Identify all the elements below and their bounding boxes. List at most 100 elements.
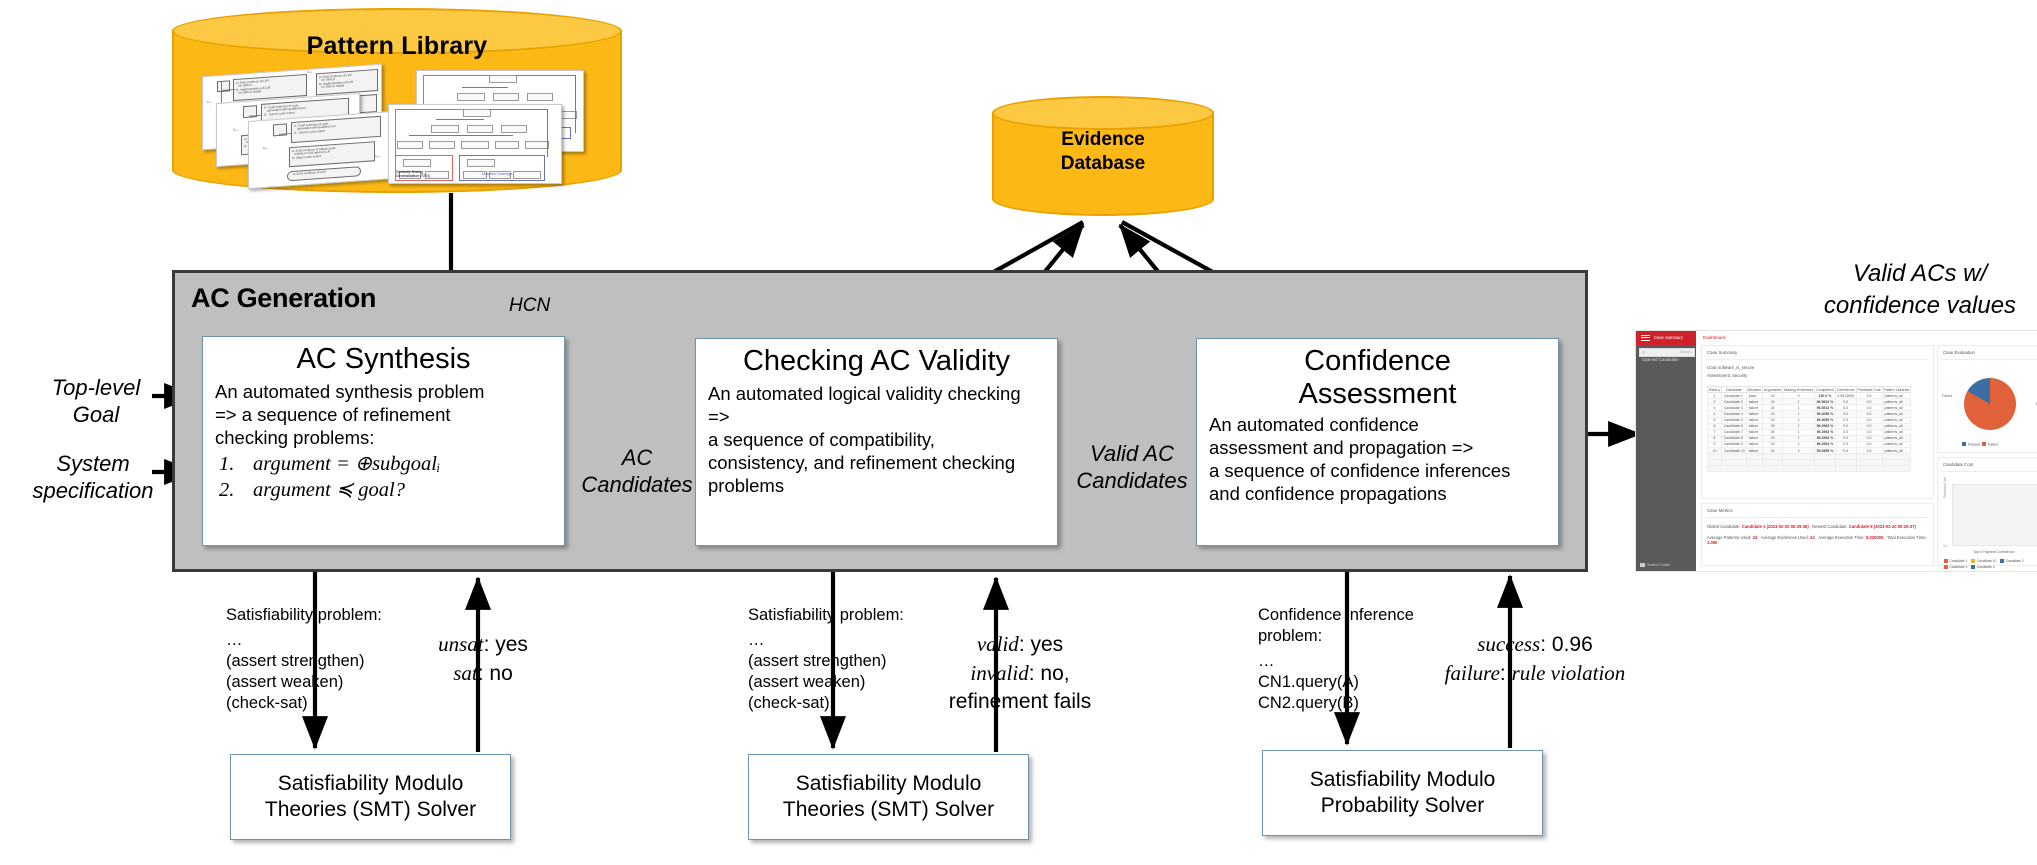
result-3-key-2: failure [1444, 661, 1500, 685]
oldest-candidate-value: Candidate 1 (2023-02-20 00:29:36) [1741, 524, 1809, 529]
sat2-line-1: … [748, 631, 765, 649]
search-icon: ⚲ [1642, 350, 1645, 356]
dashboard-screenshot[interactable]: Case Summary ⚲ Search Opened Candidate S… [1635, 330, 2037, 572]
dashboard-sidebar: Case Summary ⚲ Search Opened Candidate S… [1636, 331, 1696, 571]
sat1-line-3: (assert weaken) [226, 673, 344, 691]
input-label-system-specification: System specification [32, 451, 154, 503]
sat1-line-4: (check-sat) [226, 694, 308, 712]
candidate-cost-plot [1952, 484, 2037, 546]
pattern-thumb-gsn-3: C₃.₁ A: Exist evidence of code generatio… [248, 110, 394, 190]
result-3-row-1: success: 0.96 [1477, 632, 1593, 656]
flow-label-valid-acs-confidence: Valid ACs w/ confidence values [1823, 260, 2017, 319]
smt-solver-2-label: Satisfiability Modulo Theories (SMT) Sol… [783, 771, 994, 823]
pie-label-failed: Failed [1942, 394, 1952, 398]
result-2-key-1: valid [976, 632, 1019, 656]
smp-line2: Probability Solver [1320, 794, 1485, 817]
smt-solver-box-2[interactable]: Satisfiability Modulo Theories (SMT) Sol… [748, 754, 1029, 840]
result-2-key-2: invalid [970, 661, 1029, 685]
smp-solver-label: Satisfiability Modulo Probability Solver [1310, 767, 1496, 819]
confidence-assessment-title: Confidence Assessment [1197, 339, 1558, 411]
smt-solver-box-1[interactable]: Satisfiability Modulo Theories (SMT) Sol… [230, 754, 511, 840]
sat2-line-2: (assert strengthen) [748, 652, 887, 670]
table-cell-empty [1834, 465, 1857, 473]
result-3-val-1: 0.96 [1551, 633, 1593, 656]
synthesis-line-3: checking problems: [215, 427, 375, 448]
result-2-row-2: invalid: no, [970, 661, 1070, 685]
table-col-0[interactable]: Rank ▴ [1707, 385, 1722, 394]
candidate-cost-title: Candidate Cost [1943, 462, 1974, 467]
breadcrumb[interactable]: Dashboard [1703, 335, 1726, 340]
confidence-title-line1: Confidence [1304, 345, 1451, 377]
metrics-row-2: Average Patterns Used: 24 Average Eviden… [1707, 535, 1933, 545]
cost-axis-zero: 0.0 [1943, 544, 1948, 548]
dashboard-sidebar-header: Case Summary [1636, 331, 1696, 345]
cylinder-top [992, 96, 1214, 130]
total-exec-value: 1.050 [1707, 540, 1718, 545]
evidence-db-line1: Evidence [1061, 129, 1145, 150]
conf-line-3: CN2.query(B) [1258, 694, 1359, 712]
newest-candidate-value: Candidate 9 (2023-02-20 00:29:37) [1848, 524, 1916, 529]
synthesis-step-2: 2. argument ≼ goal? [215, 477, 554, 503]
case-metrics-card: Case Metrics Oldest Candidate: Candidate… [1701, 503, 1934, 566]
dashboard-select-folder-button[interactable]: Select Folder [1640, 562, 1671, 567]
table-cell-empty [1782, 465, 1816, 473]
sat2-header: Satisfiability problem: [748, 606, 904, 624]
smt1-line2: Theories (SMT) Solver [264, 798, 477, 821]
table-cell-empty [1707, 465, 1722, 473]
table-cell-empty [1881, 465, 1912, 473]
folder-icon [1640, 562, 1645, 567]
table-col-4[interactable]: Missing Evidences [1782, 385, 1816, 394]
evidence-db-line2: Database [1060, 153, 1146, 174]
validity-line-4: consistency, and refinement checking [708, 452, 1016, 473]
result-2-val-2: no, [1040, 662, 1070, 685]
table-col-2[interactable]: Decision [1745, 385, 1764, 394]
confidence-title-line2: Assessment [1298, 378, 1457, 410]
dashboard-search-input[interactable]: ⚲ Search [1639, 348, 1695, 357]
step-1-text: argument = ⊕subgoalᵢ [253, 453, 441, 475]
confidence-assessment-box[interactable]: Confidence Assessment An automated confi… [1196, 338, 1559, 546]
solver-result-2: valid: yes invalid: no, refinement fails [910, 630, 1130, 716]
result-3-row-2: failure: rule violation [1444, 661, 1626, 685]
step-1-number: 1. [219, 453, 235, 475]
avg-patterns-label: Average Patterns Used: [1707, 535, 1752, 540]
result-1-key-1: unsat [438, 632, 484, 656]
avg-patterns-value: 24 [1752, 535, 1758, 540]
step-2-text: argument ≼ goal? [253, 479, 405, 501]
table-col-8[interactable]: Pattern Libraries [1881, 385, 1912, 394]
checking-ac-validity-body: An automated logical validity checking =… [696, 378, 1057, 497]
avg-evidences-value: 24 [1810, 535, 1815, 540]
dashboard-sidebar-title: Case Summary [1654, 335, 1683, 340]
sat2-line-4: (check-sat) [748, 694, 830, 712]
case-evaluation-title: Case Evaluation [1943, 350, 1975, 355]
conf-line-2: CN1.query(A) [1258, 673, 1359, 691]
synthesis-step-1: 1. argument = ⊕subgoalᵢ [215, 451, 554, 477]
confidence-line-3: a sequence of confidence inferences [1209, 460, 1511, 481]
table-col-7[interactable]: Predicted Cost [1855, 385, 1883, 394]
table-cell-empty [1745, 465, 1764, 473]
sat1-line-2: (assert strengthen) [226, 652, 365, 670]
hamburger-icon[interactable] [1641, 334, 1650, 342]
ac-synthesis-box[interactable]: AC Synthesis An automated synthesis prob… [202, 336, 565, 546]
validity-line-1: An automated logical validity checking [708, 383, 1021, 404]
result-2-val-1: yes [1030, 633, 1064, 656]
checking-ac-validity-box[interactable]: Checking AC Validity An automated logica… [695, 338, 1058, 546]
smp-solver-box[interactable]: Satisfiability Modulo Probability Solver [1262, 750, 1543, 836]
table-cell-empty [1720, 465, 1747, 473]
case-goal: Goal: software_is_secure [1707, 365, 1755, 370]
table-cell-empty [1762, 465, 1784, 473]
case-summary-title: Case Summary [1707, 350, 1738, 355]
confidence-line-2: assessment and propagation => [1209, 437, 1474, 458]
conf-header-line1: Confidence inference [1258, 606, 1414, 624]
avg-evidences-label: Average Evidences Used: [1760, 535, 1809, 540]
sat1-line-1: … [226, 631, 243, 649]
cost-legend-item: Candidate 2 [2000, 558, 2024, 563]
pie-legend: Passed Failed [1962, 441, 1998, 446]
synthesis-step-list: 1. argument = ⊕subgoalᵢ 2. argument ≼ go… [215, 451, 554, 503]
